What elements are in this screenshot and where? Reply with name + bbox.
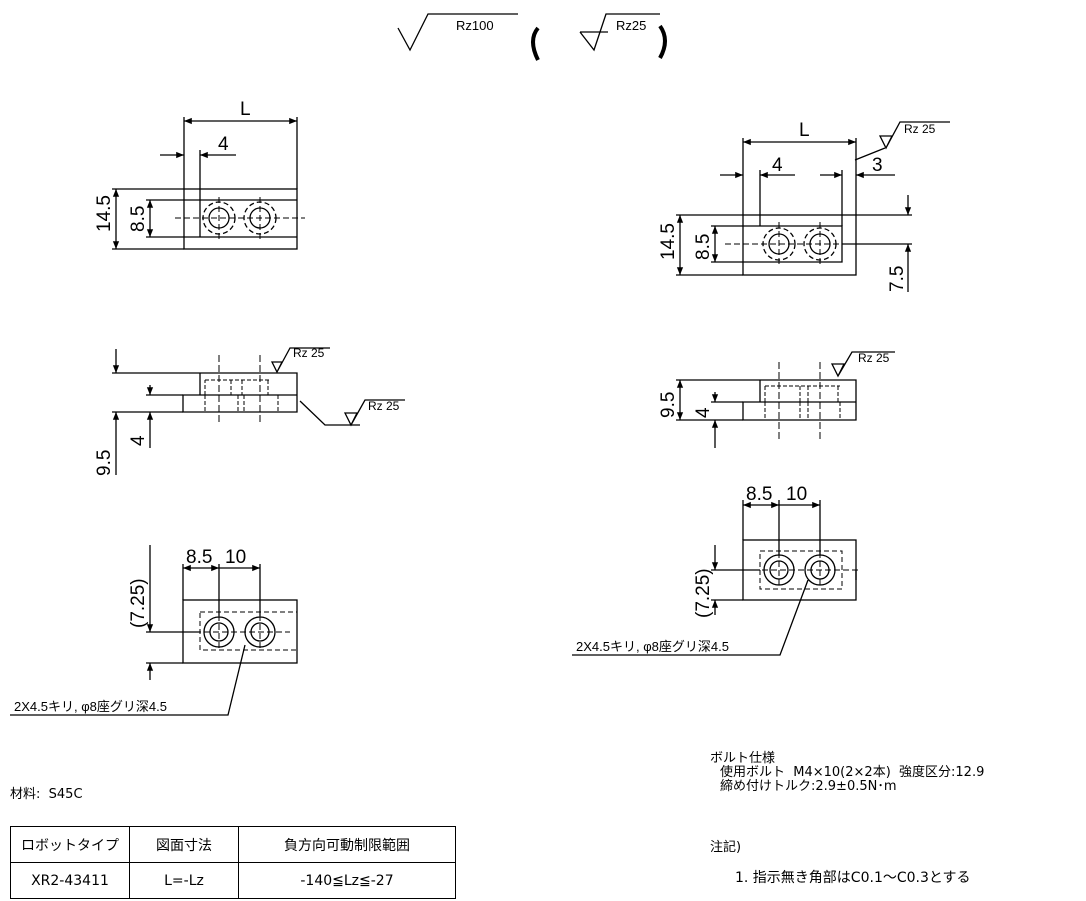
- left-bottom-dim-8-5: 8.5: [186, 547, 212, 568]
- left-top-dim-14-5: 14.5: [94, 195, 115, 232]
- left-side-view: [112, 347, 405, 475]
- right-side-dim-4: 4: [693, 407, 714, 418]
- left-bottom-view: [10, 545, 298, 716]
- table-cell: XR2-43411: [10, 862, 130, 899]
- right-bottom-dim-10: 10: [786, 484, 807, 505]
- left-top-dim-L: L: [240, 99, 251, 120]
- left-hole-note: 2X4.5キリ, φ8座グリ深4.5: [14, 699, 167, 714]
- right-top-dim-8-5: 8.5: [693, 234, 714, 260]
- right-side-dim-9-5: 9.5: [658, 392, 679, 418]
- table-header-row: ロボットタイプ 図面寸法 負方向可動制限範囲: [10, 826, 456, 863]
- right-top-rz: Rz 25: [904, 122, 936, 136]
- bolt-spec-line2: 締め付けトルク:2.9±0.5N･m: [720, 779, 897, 794]
- right-bottom-dim-8-5: 8.5: [746, 484, 772, 505]
- right-side-view: [676, 351, 895, 448]
- bolt-spec-title: ボルト仕様: [710, 751, 776, 766]
- right-top-dim-7-5: 7.5: [887, 266, 908, 292]
- material-label: 材料: S45C: [10, 787, 83, 802]
- left-side-rz-top: Rz 25: [293, 346, 325, 360]
- left-bottom-dim-7-25: (7.25): [128, 578, 149, 628]
- table-header: 図面寸法: [129, 826, 239, 863]
- right-top-view: [676, 121, 950, 292]
- table-row: XR2-43411 L=-Lz -140≦Lz≦-27: [10, 862, 456, 899]
- right-bottom-dim-7-25: (7.25): [693, 568, 714, 618]
- right-top-dim-4: 4: [772, 155, 783, 176]
- left-side-rz-bottom: Rz 25: [368, 399, 400, 413]
- notes-item-1: 1. 指示無き角部はC0.1～C0.3とする: [735, 870, 971, 886]
- right-bottom-view: [572, 500, 860, 656]
- right-top-dim-3: 3: [872, 155, 883, 176]
- roughness-secondary-label: Rz25: [616, 18, 646, 33]
- left-top-dim-8-5: 8.5: [128, 206, 149, 232]
- left-bottom-dim-10: 10: [225, 547, 246, 568]
- table-header: 負方向可動制限範囲: [238, 826, 456, 863]
- left-top-dim-4: 4: [218, 134, 229, 155]
- table-cell: -140≦Lz≦-27: [238, 862, 456, 899]
- surface-roughness-header: [397, 13, 667, 61]
- roughness-general-label: Rz100: [456, 18, 494, 33]
- right-top-dim-14-5: 14.5: [658, 223, 679, 260]
- table-cell: L=-Lz: [129, 862, 239, 899]
- left-side-dim-4: 4: [128, 435, 149, 446]
- right-side-rz: Rz 25: [858, 351, 890, 365]
- table-header: ロボットタイプ: [10, 826, 130, 863]
- bolt-spec-line1: 使用ボルト M4×10(2×2本) 強度区分:12.9: [720, 765, 985, 780]
- left-side-dim-9-5: 9.5: [94, 450, 115, 476]
- left-top-view: [112, 117, 305, 250]
- right-top-dim-L: L: [799, 120, 810, 141]
- notes-title: 注記): [710, 840, 742, 855]
- robot-type-table: ロボットタイプ 図面寸法 負方向可動制限範囲 XR2-43411 L=-Lz -…: [10, 826, 456, 899]
- right-hole-note: 2X4.5キリ, φ8座グリ深4.5: [576, 639, 729, 654]
